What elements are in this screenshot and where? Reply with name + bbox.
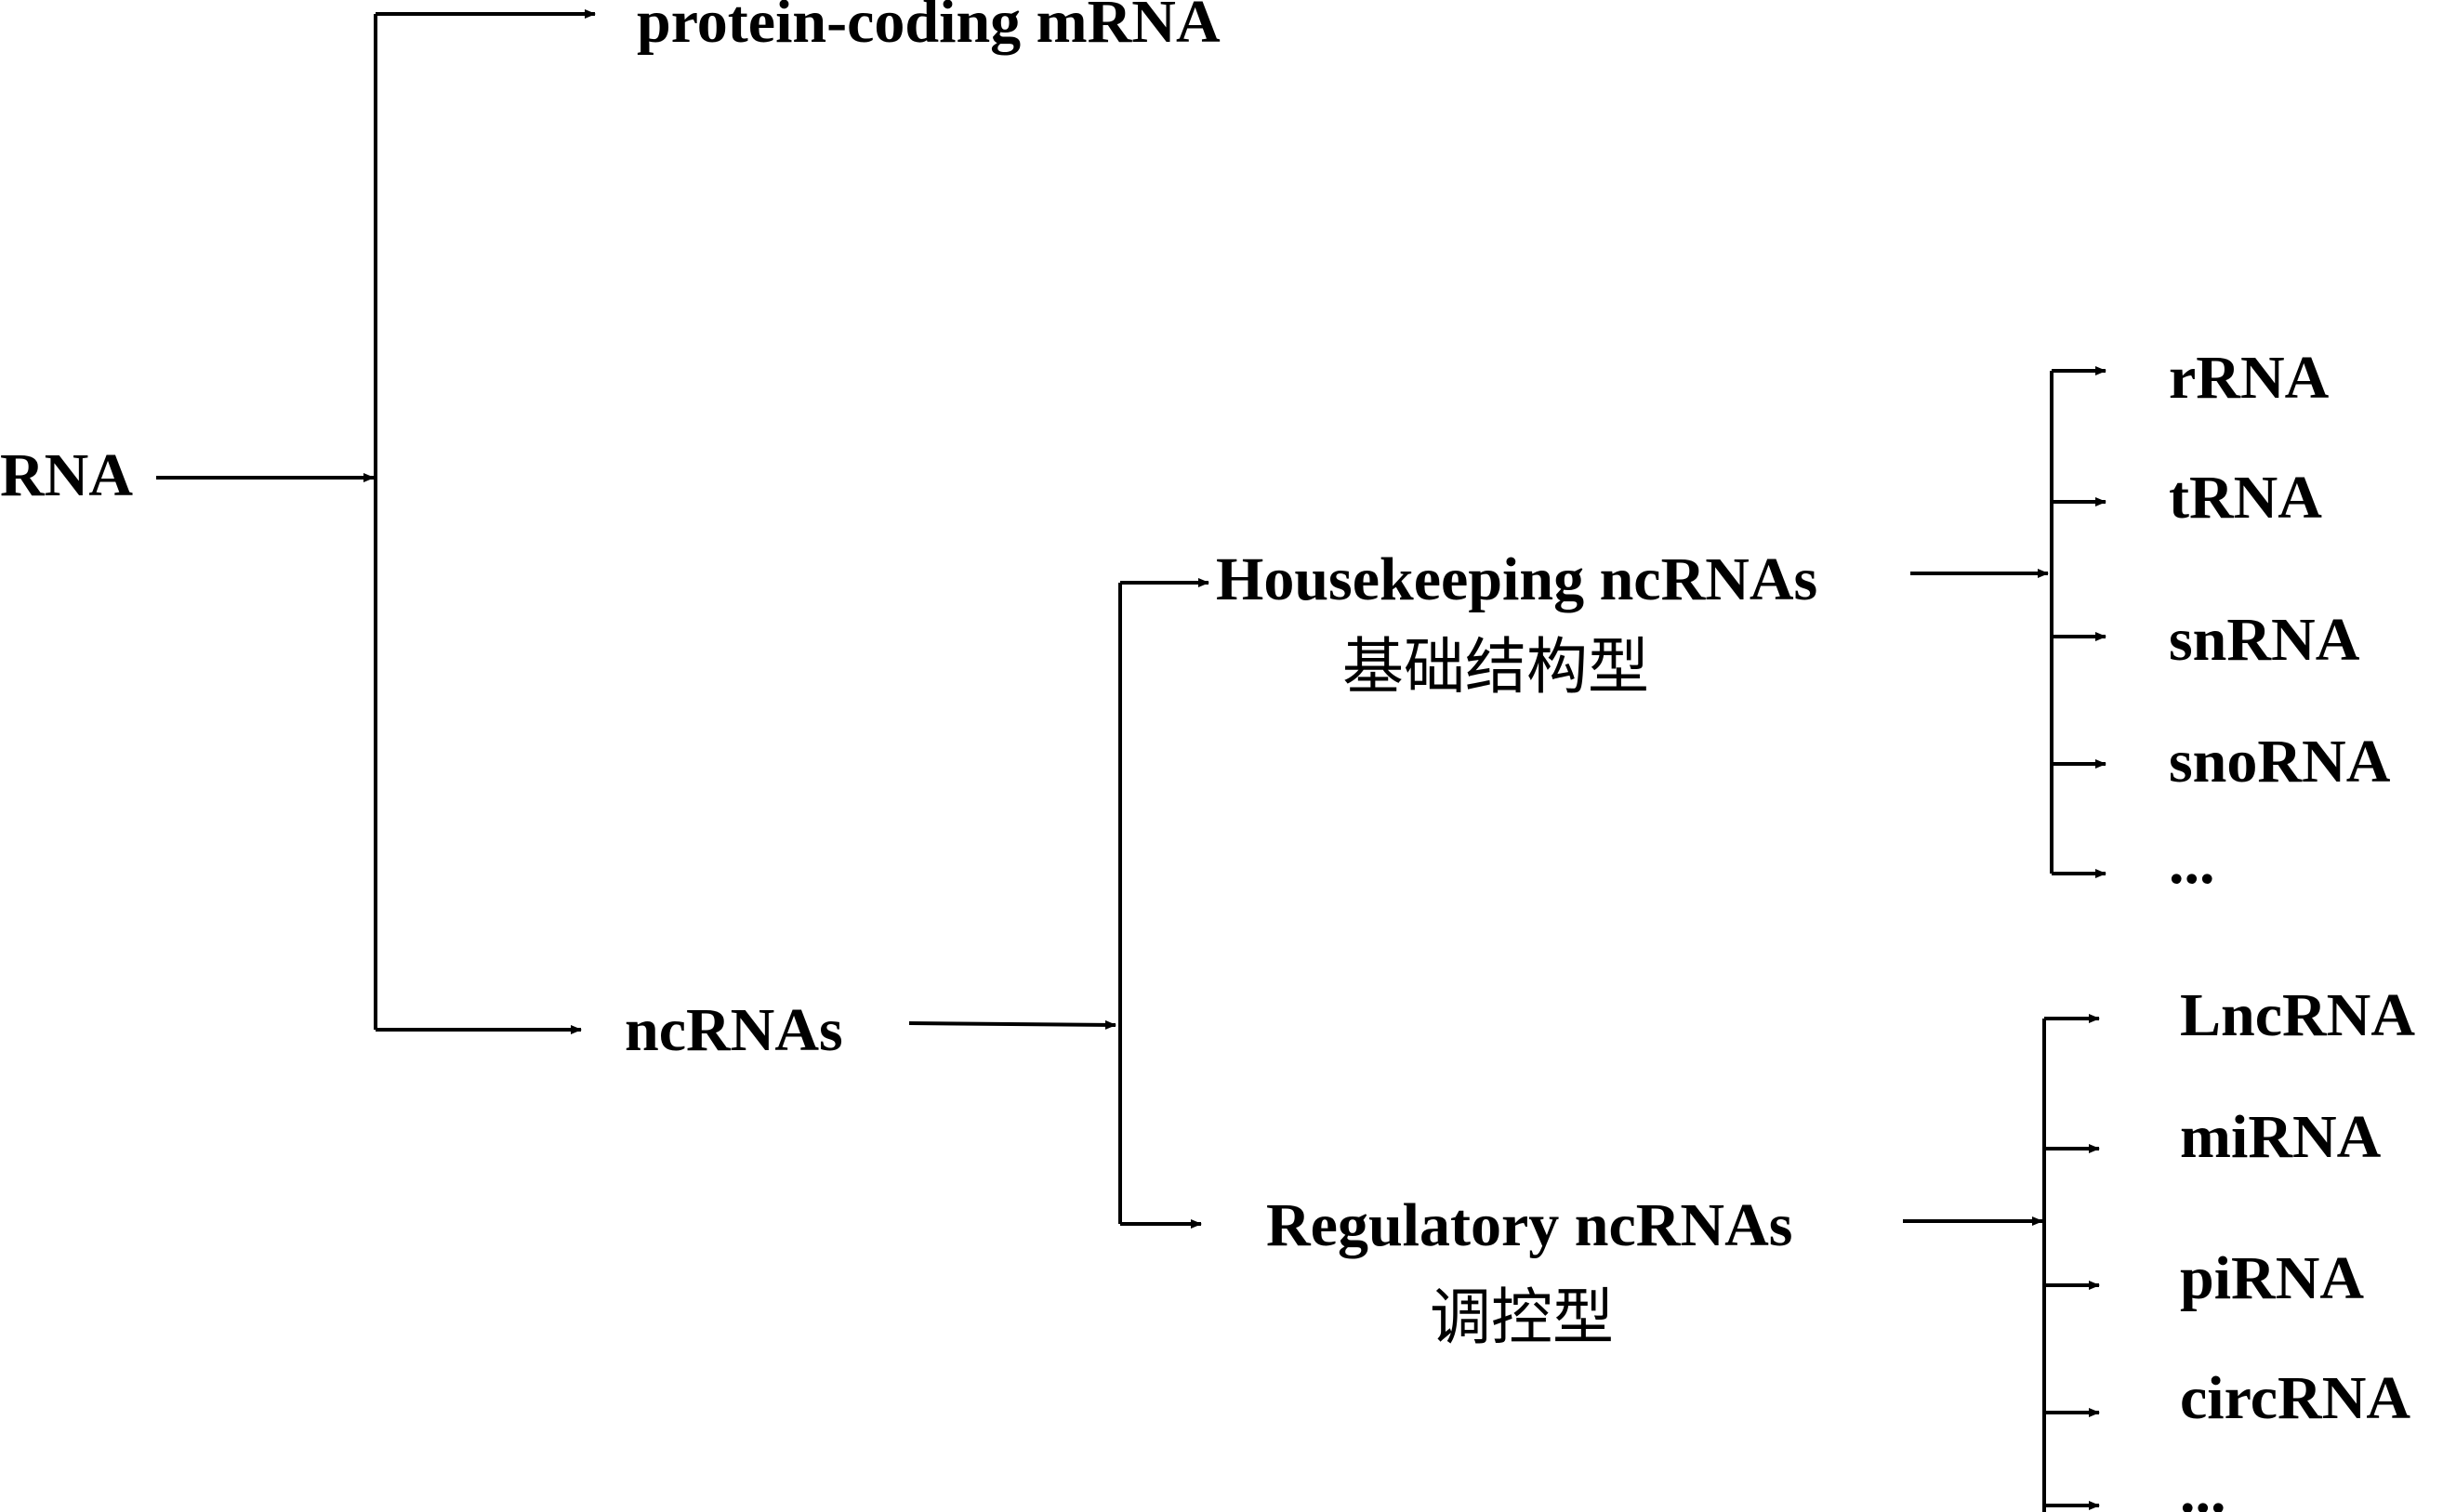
housekeeping-branches	[2052, 366, 2106, 878]
regulatory-item-labels: LncRNA miRNA piRNA circRNA...	[2180, 981, 2415, 1512]
node-regulatory-ncrnas: Regulatory ncRNAs	[1266, 1191, 1792, 1259]
node-housekeeping-ncrnas: Housekeeping ncRNAs	[1216, 546, 1817, 613]
regulatory-item: circRNA	[2180, 1364, 2410, 1432]
node-ncrnas: ncRNAs	[625, 996, 843, 1064]
node-regulatory-cn: 调控型	[1430, 1282, 1614, 1353]
housekeeping-item-labels: rRNA tRNA snRNA snoRNA...	[2169, 344, 2391, 897]
regulatory-item: piRNA	[2180, 1244, 2364, 1312]
connector-ncrnas	[908, 1019, 1116, 1030]
housekeeping-item: tRNA	[2169, 464, 2322, 532]
node-protein-coding-mrna: protein-coding mRNA	[637, 0, 1221, 56]
housekeeping-item: rRNA	[2169, 344, 2330, 412]
regulatory-item: LncRNA	[2180, 981, 2415, 1049]
node-rna: RNA	[0, 441, 133, 509]
regulatory-item: ...	[2180, 1458, 2226, 1512]
regulatory-branches	[2044, 1014, 2100, 1510]
node-housekeeping-cn: 基础结构型	[1342, 631, 1649, 703]
regulatory-item: miRNA	[2180, 1103, 2382, 1171]
housekeeping-item: ...	[2169, 829, 2215, 897]
housekeeping-item: snoRNA	[2169, 728, 2391, 795]
housekeeping-item: snRNA	[2169, 606, 2360, 674]
